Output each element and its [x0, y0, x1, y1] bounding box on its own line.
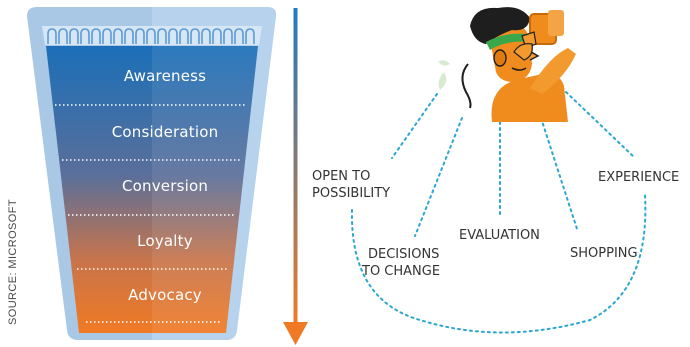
person-with-binoculars-icon — [438, 7, 576, 122]
journey-label-evaluation: EVALUATION — [459, 228, 540, 243]
funnel-lip — [42, 26, 262, 45]
funnel-stage-awareness: Awareness — [123, 67, 207, 85]
funnel-stage-consideration: Consideration — [111, 123, 219, 141]
journey-label-open-to-possibility: OPEN TO POSSIBILITY — [312, 169, 391, 201]
journey-label-decisions-to-change: DECISIONS TO CHANGE — [362, 247, 441, 279]
funnel-body-highlight — [152, 46, 258, 333]
journey-label-experience: EXPERIENCE — [598, 170, 680, 185]
journey-label-shopping: SHOPPING — [570, 246, 638, 261]
funnel-body — [46, 46, 258, 333]
funnel-separators — [55, 104, 246, 323]
funnel-rim — [47, 28, 255, 44]
down-arrow — [283, 8, 308, 345]
funnel-stage-advocacy: Advocacy — [128, 286, 202, 304]
journey-connectors — [350, 91, 647, 334]
funnel-stage-loyalty: Loyalty — [137, 232, 193, 250]
funnel-stage-conversion: Conversion — [121, 177, 209, 195]
